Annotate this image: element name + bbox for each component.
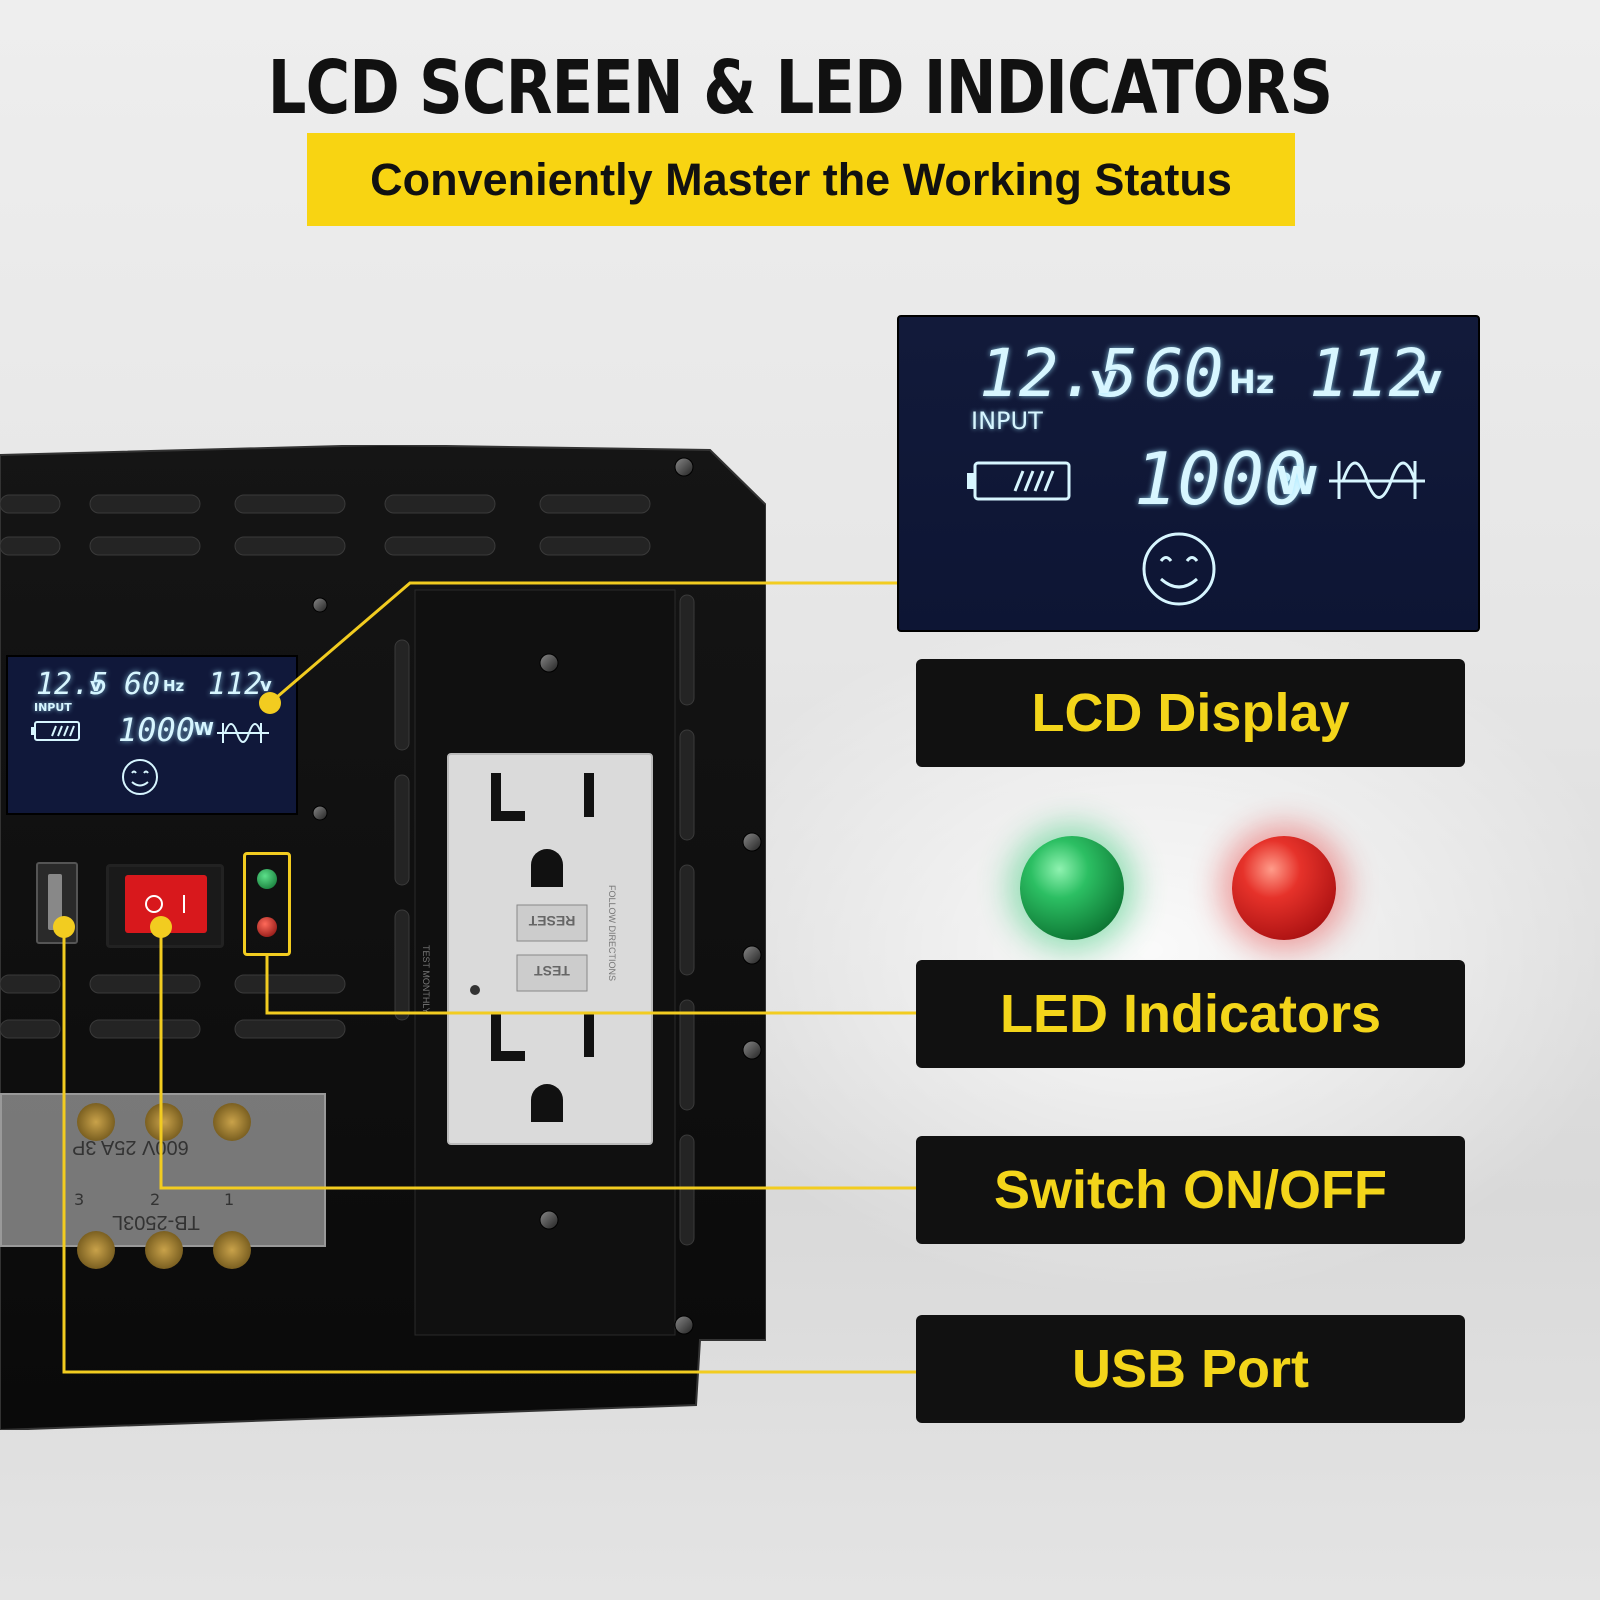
device-lcd-output-voltage: 112 (208, 667, 263, 702)
callout-led-indicators: LED Indicators (916, 960, 1465, 1068)
lcd-input-label: INPUT (971, 407, 1043, 435)
terminal-model: TB-2503L (112, 1211, 200, 1233)
power-switch[interactable] (106, 864, 224, 948)
terminal-screw (213, 1103, 251, 1141)
outlet-follow-directions: FOLLOW DIRECTIONS (607, 885, 617, 982)
lcd-input-voltage-unit: v (1091, 357, 1118, 403)
terminal-screw (145, 1103, 183, 1141)
subtitle: Conveniently Master the Working Status (370, 153, 1232, 205)
lcd-smiley-icon (1142, 532, 1216, 606)
terminal-position-1: 1 (224, 1190, 235, 1209)
lcd-frequency: 60 (1144, 335, 1224, 412)
switch-off-symbol (145, 895, 163, 913)
lcd-battery-icon (967, 461, 1071, 501)
terminal-position-3: 3 (74, 1190, 85, 1209)
callout-usb-port: USB Port (916, 1315, 1465, 1423)
device-lcd-frequency: 60 (124, 667, 161, 702)
callout-lcd-display-label: LCD Display (1031, 683, 1350, 743)
device-lcd-smiley-icon (122, 759, 158, 795)
device-led-red (257, 917, 277, 937)
terminal-position-2: 2 (150, 1190, 161, 1209)
usb-slot (48, 874, 62, 930)
callout-switch-label: Switch ON/OFF (993, 1160, 1387, 1220)
led-indicator-green (1020, 836, 1124, 940)
device-lcd-power-unit: W (194, 719, 214, 740)
outlet-test-monthly: TEST MONTHLY (421, 945, 431, 1014)
device-lcd-waveform-icon (217, 723, 269, 743)
device-lcd-input-unit: v (90, 675, 102, 696)
lcd-display-closeup: 12.5 v INPUT 60 Hz 112 v 1000 W (897, 315, 1480, 632)
device-lcd-input-voltage: 12.5 (36, 667, 109, 702)
ac-outlet[interactable]: RESET TEST TEST MONTHLY FOLLOW DIRECTION… (421, 753, 653, 1145)
terminal-screw (77, 1103, 115, 1141)
device-lcd-battery-icon (31, 721, 80, 741)
outlet-test-label[interactable]: TEST (534, 963, 570, 979)
lcd-power-unit: W (1276, 459, 1318, 503)
device-lcd-input-label: INPUT (34, 701, 72, 714)
usb-port[interactable] (36, 862, 78, 944)
device-led-green (257, 869, 277, 889)
power-switch-rocker (125, 875, 207, 933)
device-lcd-frequency-unit: Hz (163, 677, 185, 695)
lcd-frequency-unit: Hz (1229, 363, 1275, 401)
lcd-output-voltage: 112 (1309, 335, 1429, 412)
outlet-reset-label[interactable]: RESET (528, 913, 576, 929)
callout-usb-port-label: USB Port (1071, 1339, 1309, 1399)
device-led-panel (243, 852, 291, 956)
outlet-face (470, 773, 594, 1122)
lcd-output-voltage-unit: v (1416, 357, 1443, 403)
callout-switch: Switch ON/OFF (916, 1136, 1465, 1244)
device-lcd-power: 1000 (118, 711, 196, 749)
page-title: LCD SCREEN & LED INDICATORS (267, 45, 1333, 131)
device-lcd-screen: 12.5 v INPUT 60 Hz 112 v 1000 W (6, 655, 298, 815)
terminal-block: 600V 25A 3P TB-2503L 3 2 1 (0, 1093, 326, 1269)
callout-lcd-display: LCD Display (916, 659, 1465, 767)
terminal-screw (77, 1231, 115, 1269)
device-lcd-output-unit: v (260, 675, 272, 696)
lcd-power: 1000 (1134, 437, 1308, 521)
terminal-screw (213, 1231, 251, 1269)
terminal-screw (145, 1231, 183, 1269)
subtitle-banner: Conveniently Master the Working Status (307, 133, 1295, 226)
led-indicator-red (1232, 836, 1336, 940)
callout-led-indicators-label: LED Indicators (999, 984, 1382, 1044)
lcd-input-voltage: 12.5 (979, 335, 1138, 412)
lcd-waveform-icon (1329, 461, 1425, 499)
switch-on-symbol (183, 895, 185, 913)
